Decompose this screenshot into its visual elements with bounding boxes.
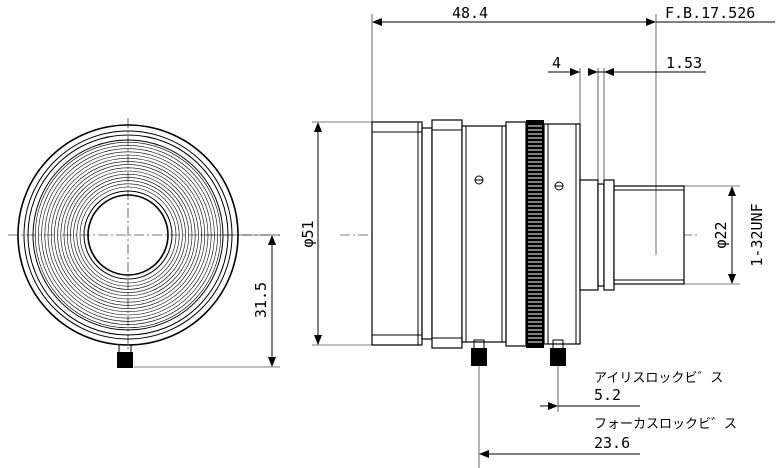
front-lock-screw <box>117 352 133 368</box>
thread-label: 1-32UNF <box>748 203 766 266</box>
focus-ring-knurl <box>528 125 542 343</box>
front-view: 31.5 <box>8 118 280 368</box>
focus-lock-screw-value: 23.6 <box>594 434 630 452</box>
focus-lock-screw-label: フォーカスロックビ゛ス <box>594 417 737 432</box>
mount-offset-label: 4 <box>552 54 561 72</box>
iris-lock-screw <box>471 348 487 366</box>
overall-length-label: 48.4 <box>452 4 488 22</box>
side-view: 48.4 F.B.17.526 4 1.53 φ51 φ22 1-32UNF <box>299 4 775 468</box>
focus-lock-screw <box>550 348 566 366</box>
iris-lock-screw-label: アイリスロックビ゛ス <box>594 371 723 386</box>
outer-diameter-label: φ51 <box>299 220 317 247</box>
iris-lock-screw-value: 5.2 <box>594 386 621 404</box>
mount-diameter-label: φ22 <box>712 221 730 248</box>
screw-height-label: 31.5 <box>252 282 270 318</box>
rear-gap-label: 1.53 <box>666 54 702 72</box>
flange-back-label: F.B.17.526 <box>665 4 755 22</box>
